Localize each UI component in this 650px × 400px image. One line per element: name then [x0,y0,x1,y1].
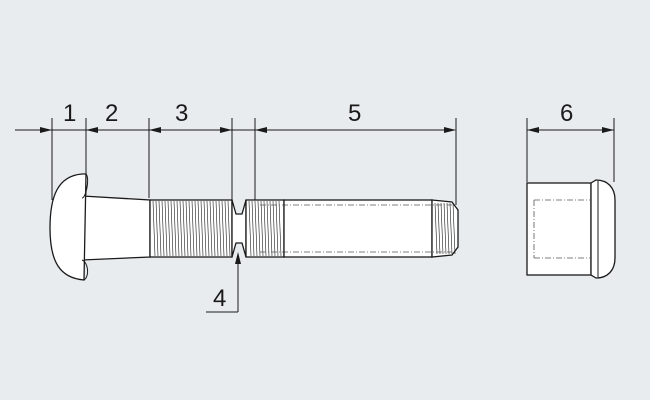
thread-line [200,200,204,257]
thread-lines-a [152,200,231,257]
thread-line [218,200,222,257]
thread-line [221,200,225,257]
bolt-groove [231,199,247,258]
arrowhead [86,127,98,133]
thread-line [185,200,189,257]
thread-line [194,200,198,257]
thread-line [251,200,255,257]
thread-line [263,200,267,257]
thread-line [434,202,438,255]
collar: 6 [526,100,616,279]
thread-line [224,200,228,257]
thread-line [440,202,444,255]
thread-line [449,202,453,255]
thread-line [182,200,186,257]
arrowhead [255,127,267,133]
label-2: 2 [105,100,118,127]
arrowhead [235,252,241,264]
thread-line [446,202,450,255]
arrowhead [40,127,52,133]
thread-line [269,200,273,257]
thread-line [248,200,252,257]
thread-line [167,200,171,257]
thread-line [443,202,447,255]
collar-body [526,182,592,276]
thread-line [452,202,456,255]
thread-lines-b [248,200,282,257]
thread-line [206,200,210,257]
bolt-head [49,173,87,281]
arrowhead [527,127,539,133]
thread-line [164,200,168,257]
callout-4: 4 [206,252,241,313]
arrowhead [220,127,232,133]
arrowhead [444,127,456,133]
label-6: 6 [560,100,573,127]
thread-lines-c [434,202,456,255]
thread-line [152,200,156,257]
thread-line [161,200,165,257]
thread-line [188,200,192,257]
arrowhead [602,127,614,133]
label-4: 4 [213,285,226,312]
label-3: 3 [175,100,188,127]
thread-line [278,200,282,257]
thread-line [191,200,195,257]
thread-line [203,200,207,257]
thread-line [212,200,216,257]
thread-line [176,200,180,257]
thread-line [170,200,174,257]
label-5: 5 [348,100,361,127]
thread-line [227,200,231,257]
bolt-pin-plain [283,199,433,258]
thread-line [173,200,177,257]
dimension-line-main [15,118,457,205]
thread-line [209,200,213,257]
thread-line [272,200,276,257]
thread-line [275,200,279,257]
thread-line [197,200,201,257]
thread-line [257,200,261,257]
thread-line [254,200,258,257]
thread-line [179,200,183,257]
thread-line [158,200,162,257]
thread-line [155,200,159,257]
thread-line [437,202,441,255]
thread-line [260,200,264,257]
bolt-shank-smooth [81,195,151,261]
collar-flange [590,179,616,279]
thread-line [215,200,219,257]
bolt [49,173,459,281]
label-1: 1 [63,100,76,127]
arrowhead [149,127,161,133]
thread-line [266,200,270,257]
